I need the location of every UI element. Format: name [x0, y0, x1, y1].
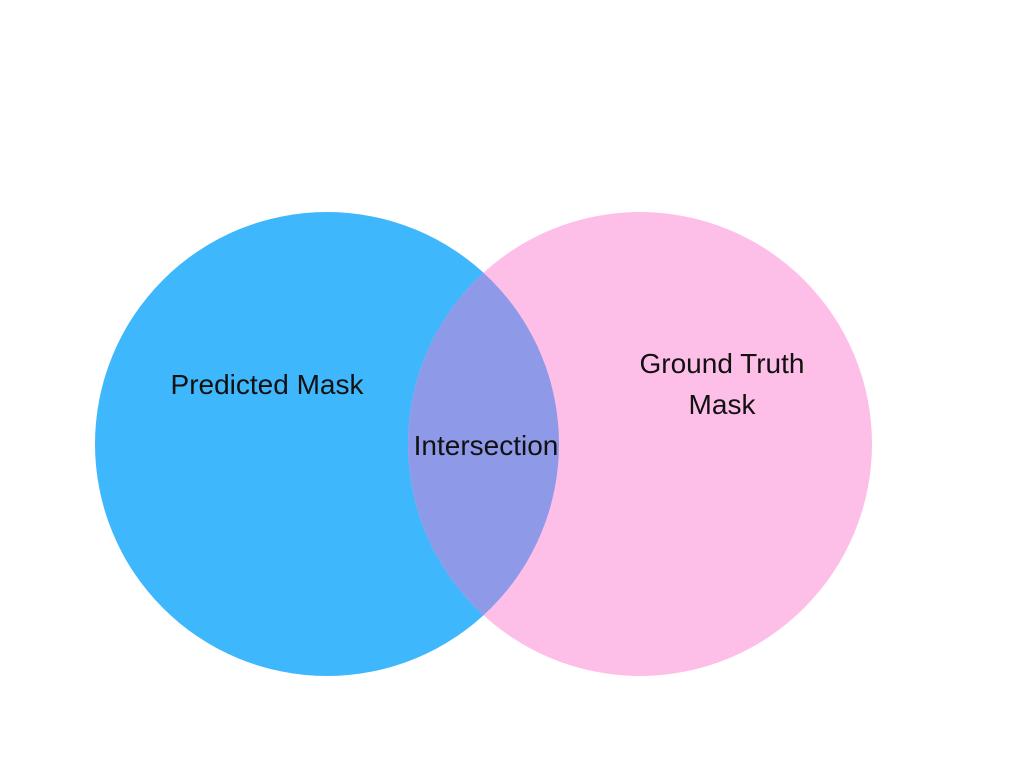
- intersection-label: Intersection: [413, 430, 559, 461]
- ground-truth-label-line-2: Mask: [688, 389, 756, 420]
- ground-truth-mask-label: Ground Truth Mask: [612, 343, 832, 425]
- intersection-region: [408, 212, 559, 676]
- predicted-mask-label: Predicted Mask: [170, 369, 364, 400]
- ground-truth-label-line-1: Ground Truth: [639, 348, 805, 379]
